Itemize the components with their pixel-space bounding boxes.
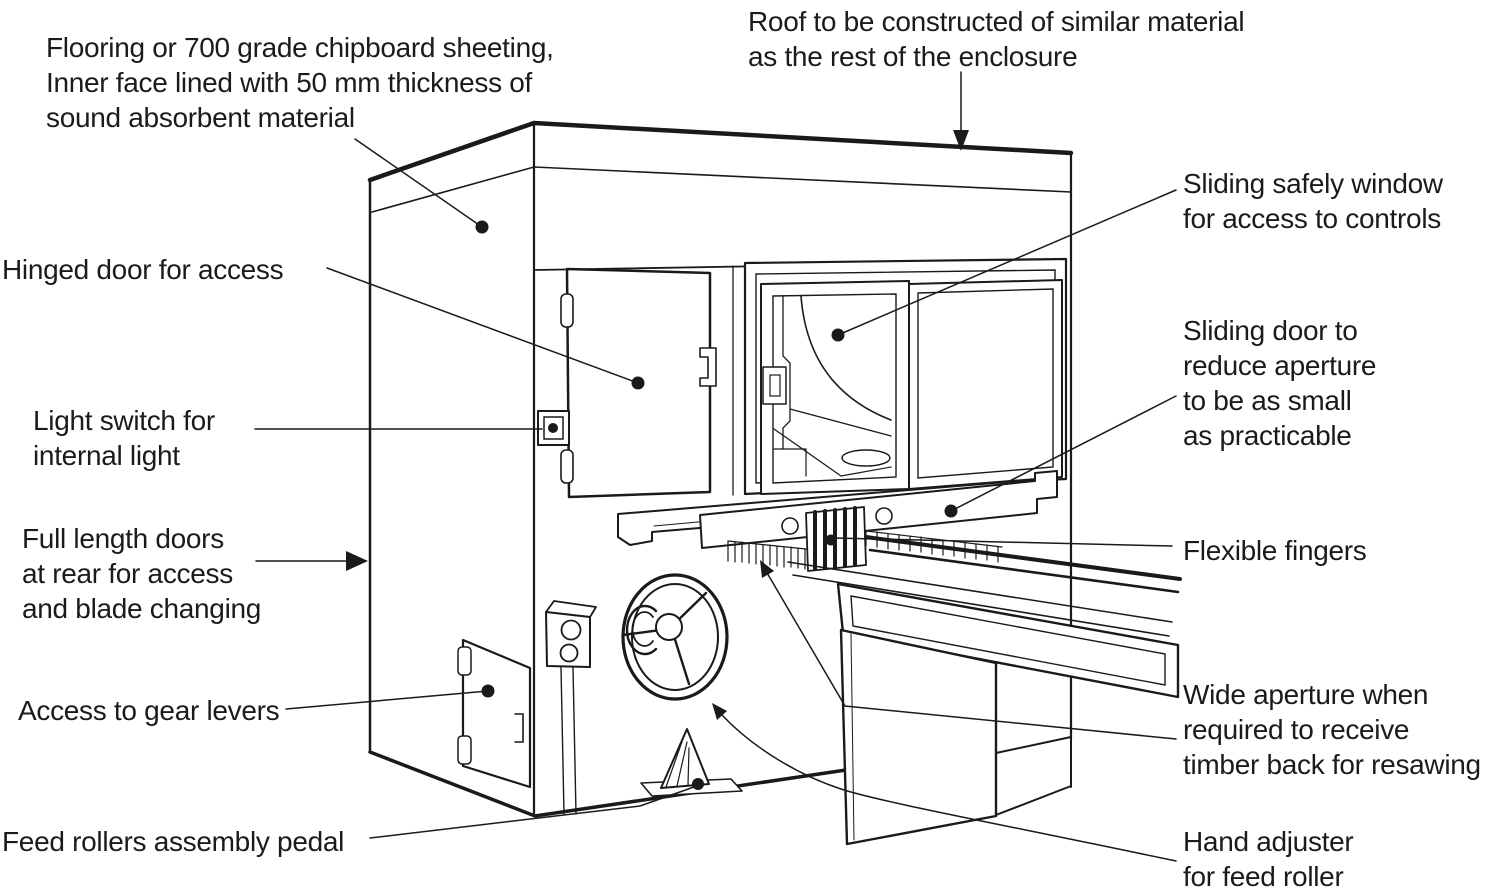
light-switch	[537, 410, 570, 446]
leader-dot	[631, 376, 645, 390]
arrowhead-down	[953, 130, 969, 151]
crank-handle	[625, 604, 658, 656]
label-wide-aperture: Wide aperture when required to receive t…	[1183, 677, 1481, 782]
label-line: internal light	[33, 440, 180, 471]
label-light-switch: Light switch for internal light	[33, 403, 215, 473]
table-apron	[836, 582, 1180, 699]
leader-dot	[944, 504, 958, 518]
saw-table-oval	[841, 449, 891, 467]
label-line: for access to controls	[1183, 203, 1441, 234]
leader-sliding-door	[944, 395, 1177, 518]
label-line: Full length doors	[22, 523, 224, 554]
control-box	[545, 600, 597, 815]
control-button	[560, 619, 582, 641]
label-line: Light switch for	[33, 405, 215, 436]
label-line: for feed roller	[1183, 861, 1344, 892]
label-line: Roof to be constructed of similar materi…	[748, 6, 1245, 37]
label-line: to be as small	[1183, 385, 1352, 416]
hinge-tab	[457, 646, 472, 676]
leader-dot	[825, 534, 837, 546]
outfeed-table	[836, 582, 1180, 846]
hand-wheel	[621, 573, 729, 701]
arrowhead-up	[760, 560, 774, 578]
brace	[995, 785, 1072, 816]
label-feed-rollers-pedal: Feed rollers assembly pedal	[2, 824, 344, 859]
label-access-gear-levers: Access to gear levers	[18, 693, 280, 728]
label-hand-adjuster: Hand adjuster for feed roller	[1183, 824, 1354, 892]
bandsaw-wheel-guard-curve	[800, 295, 892, 421]
label-line: and blade changing	[22, 593, 262, 624]
leader-flexible-fingers	[825, 534, 1173, 547]
brace	[995, 736, 1072, 754]
label-line: Feed rollers assembly pedal	[2, 826, 345, 857]
label-line: as the rest of the enclosure	[748, 41, 1078, 72]
sliding-window	[743, 257, 1068, 496]
label-line: as practicable	[1183, 420, 1352, 451]
label-sliding-door: Sliding door to reduce aperture to be as…	[1183, 313, 1376, 453]
leader-wide-aperture	[760, 560, 1177, 740]
label-line: Hinged door for access	[2, 254, 284, 285]
machine-behind-glass	[762, 295, 892, 477]
label-flexible-fingers: Flexible fingers	[1183, 533, 1367, 568]
leader-access-gear	[285, 684, 495, 710]
label-sliding-safety-window: Sliding safely window for access to cont…	[1183, 166, 1443, 236]
switch-button	[548, 423, 558, 433]
door-latch	[699, 347, 717, 387]
leader-dot	[475, 220, 489, 234]
table-leg-panel	[839, 628, 998, 846]
leader-hand-adjuster	[712, 703, 1177, 862]
feed-pedal	[640, 728, 743, 797]
label-line: required to receive	[1183, 714, 1410, 745]
label-line: Hand adjuster	[1183, 826, 1354, 857]
inner-handle	[762, 366, 787, 405]
leader-flooring	[354, 138, 489, 234]
label-flooring: Flooring or 700 grade chipboard sheeting…	[46, 30, 554, 135]
right-sash	[908, 279, 1063, 490]
leader-feed-pedal	[369, 778, 704, 839]
label-line: Sliding door to	[1183, 315, 1358, 346]
hinge-tab	[457, 735, 472, 765]
leader-hinged-door	[326, 267, 645, 390]
leader-roof	[953, 71, 969, 151]
leader-dot	[481, 684, 495, 698]
label-line: Flexible fingers	[1183, 535, 1367, 566]
post	[560, 666, 565, 815]
leader-dot	[692, 778, 704, 790]
label-line: reduce aperture	[1183, 350, 1377, 381]
label-line: Inner face lined with 50 mm thickness of	[46, 67, 533, 98]
finger-hole	[781, 517, 799, 535]
post	[572, 666, 577, 815]
label-line: Sliding safely window	[1183, 168, 1443, 199]
left-comb	[727, 540, 806, 570]
label-line: Flooring or 700 grade chipboard sheeting…	[46, 32, 554, 63]
floor-edge	[368, 750, 848, 818]
label-hinged-door: Hinged door for access	[2, 252, 284, 287]
leader-dot	[831, 328, 845, 342]
hinge	[560, 293, 574, 328]
label-line: Access to gear levers	[18, 695, 280, 726]
label-roof: Roof to be constructed of similar materi…	[748, 4, 1245, 74]
gear-access-door	[457, 638, 532, 789]
arrowhead-up-left	[712, 703, 727, 720]
finger-hole	[875, 507, 893, 525]
label-line: at rear for access	[22, 558, 233, 589]
door-handle-notch	[514, 713, 524, 743]
pedal-lever	[660, 728, 710, 789]
control-button	[559, 643, 579, 663]
label-line: timber back for resawing	[1183, 749, 1481, 780]
hinged-door	[560, 265, 734, 499]
leader-sliding-window	[831, 189, 1177, 342]
leader-full-length-doors	[255, 551, 368, 571]
label-line: sound absorbent material	[46, 102, 355, 133]
label-full-length-doors: Full length doors at rear for access and…	[22, 521, 261, 626]
leaders	[254, 71, 1177, 862]
timber-rails	[787, 535, 1182, 637]
label-line: Wide aperture when	[1183, 679, 1429, 710]
hinge	[560, 449, 574, 484]
wheel-hub	[655, 613, 683, 641]
arrowhead-right	[346, 551, 368, 571]
